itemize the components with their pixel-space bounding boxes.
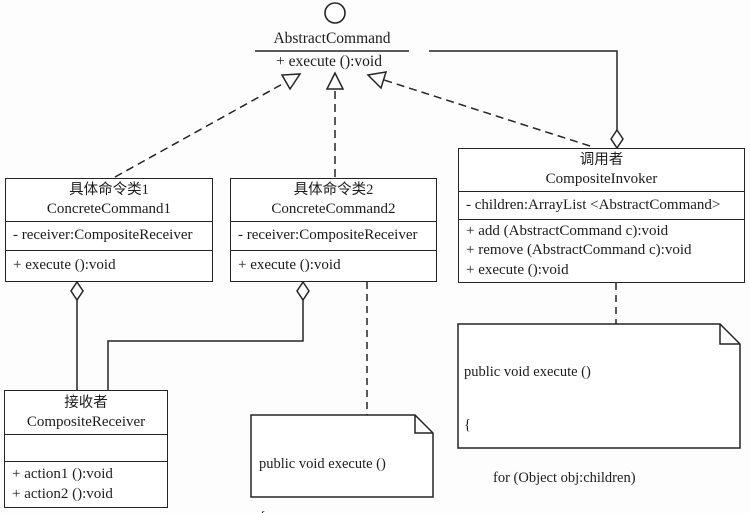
note-concretecommand2-code: public void execute () { receiver.action…	[259, 420, 427, 513]
aggregation-diamond-concretecommand1	[70, 280, 84, 302]
aggregation-line-invoker-abstractcommand	[429, 50, 618, 130]
note-shape-invoker	[457, 323, 741, 449]
attribute: - children:ArrayList <AbstractCommand>	[466, 196, 721, 213]
class-attributes-empty	[5, 435, 167, 462]
realization-arrowhead-compositeinvoker	[366, 71, 388, 90]
realization-line-concretecommand1	[114, 81, 287, 178]
attribute: - receiver:CompositeReceiver	[238, 227, 418, 244]
operation: + execute ():void	[13, 257, 116, 274]
class-name-cn: 接收者	[64, 394, 108, 411]
class-attributes: - receiver:CompositeReceiver	[6, 222, 212, 251]
operation: + action1 ():void	[12, 466, 113, 482]
operation: + add (AbstractCommand c):void	[466, 222, 669, 239]
code-line: public void execute ()	[259, 456, 386, 472]
class-operations: + add (AbstractCommand c):void + remove …	[459, 220, 744, 282]
note-compositeinvoker-code: public void execute () { for (Object obj…	[464, 328, 736, 513]
operation: + action2 ():void	[12, 485, 113, 502]
code-line: for (Object obj:children)	[464, 469, 636, 486]
class-name-cn: 具体命令类1	[69, 182, 149, 198]
note-fold-invoker	[719, 324, 740, 345]
class-name-en: ConcreteCommand1	[46, 201, 172, 217]
aggregation-diamond-concretecommand2	[296, 280, 310, 302]
realization-line-compositeinvoker	[383, 79, 591, 147]
realization-arrowhead-concretecommand2	[325, 71, 345, 90]
class-name-cn: 具体命令类2	[293, 182, 374, 198]
interface-circle-icon	[324, 2, 346, 24]
class-concretecommand2: 具体命令类2 ConcreteCommand2 - receiver:Compo…	[230, 178, 437, 282]
code-line: {	[464, 416, 471, 433]
class-operations: + action1 ():void + action2 ():void	[5, 462, 167, 507]
operation: + execute ():void	[466, 261, 569, 278]
class-attributes: - receiver:CompositeReceiver	[231, 222, 436, 251]
class-concretecommand1: 具体命令类1 ConcreteCommand1 - receiver:Compo…	[5, 178, 213, 282]
class-name-en: ConcreteCommand2	[271, 201, 396, 217]
note-fold-command2	[414, 415, 433, 434]
class-header: 具体命令类1 ConcreteCommand1	[6, 179, 212, 222]
operation: + execute ():void	[238, 257, 341, 274]
aggregation-diamond-invoker	[610, 128, 624, 150]
class-name-cn: 调用者	[579, 152, 624, 168]
class-operations: + execute ():void	[231, 251, 436, 281]
class-name-en: CompositeReceiver	[26, 413, 146, 430]
attribute: - receiver:CompositeReceiver	[13, 227, 193, 244]
class-compositeinvoker: 调用者 CompositeInvoker - children:ArrayLis…	[458, 148, 745, 283]
class-header: 接收者 CompositeReceiver	[5, 391, 167, 435]
class-attributes: - children:ArrayList <AbstractCommand>	[459, 192, 744, 220]
operation: + remove (AbstractCommand c):void	[466, 242, 692, 259]
class-operations: + execute ():void	[6, 251, 212, 281]
code-line: {	[259, 509, 427, 513]
code-line: public void execute ()	[464, 364, 591, 380]
class-header: 调用者 CompositeInvoker	[459, 149, 744, 192]
note-shape-command2	[250, 414, 434, 498]
abstractcommand-name: AbstractCommand	[273, 30, 391, 47]
abstractcommand-operation: + execute ():void	[275, 53, 382, 70]
class-header: 具体命令类2 ConcreteCommand2	[231, 179, 436, 222]
class-name-en: CompositeInvoker	[545, 171, 658, 187]
aggregation-line-concretecommand2-receiver	[107, 300, 304, 390]
class-compositereceiver: 接收者 CompositeReceiver + action1 ():void …	[4, 390, 168, 508]
realization-arrowhead-concretecommand1	[280, 73, 302, 91]
